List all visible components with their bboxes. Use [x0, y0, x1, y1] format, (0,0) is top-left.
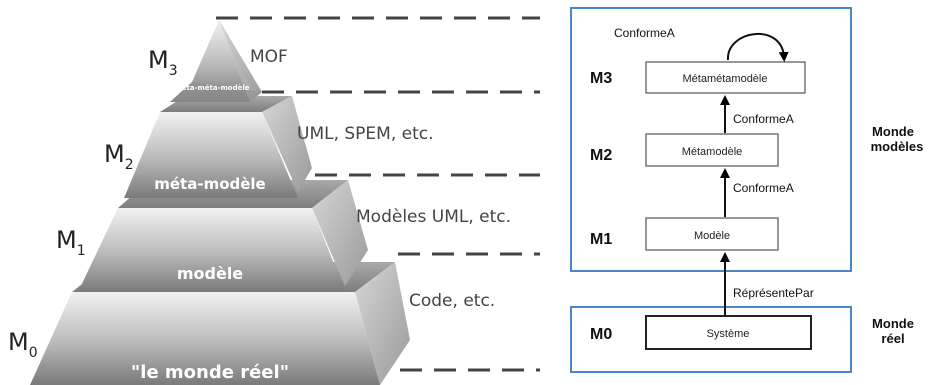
pyramid-inner-m3: méta-méta-modèle — [174, 84, 249, 92]
box-model — [645, 217, 779, 251]
box-metamodel — [645, 133, 779, 167]
real-world-frame — [570, 306, 852, 373]
pyramid-side-m3: MOF — [250, 47, 288, 67]
arrow-m2-to-m3-label: ConformeA — [733, 112, 794, 126]
pyramid-tier-m3 — [170, 20, 262, 102]
layer-label-m2: M2 — [590, 147, 612, 164]
self-loop-arrow — [726, 33, 789, 62]
layer-label-m0: M0 — [590, 326, 612, 343]
box-metamodel-label: Métamodèle — [682, 146, 743, 158]
self-loop-label: ConformeA — [614, 26, 675, 40]
group-models-label-2: modèles — [871, 139, 924, 154]
pyramid-level-m3: M3 — [148, 46, 178, 79]
box-metametamodel-label: Métamétamodèle — [683, 73, 768, 85]
pyramid: méta-méta-modèle méta-modèle modèle "le … — [8, 16, 540, 385]
arrow-m0-to-m1-label: RéprésentePar — [733, 286, 814, 300]
metamodel-architecture: Métamétamodèle Métamodèle Modèle Système… — [570, 7, 924, 373]
box-system — [645, 315, 812, 350]
box-system-label: Système — [707, 328, 750, 340]
box-metametamodel — [645, 61, 806, 94]
layer-label-m1: M1 — [590, 231, 612, 248]
layer-label-m3: M3 — [590, 70, 612, 87]
group-real-label-1: Monde — [872, 316, 914, 331]
pyramid-level-m0: M0 — [8, 328, 38, 361]
pyramid-tier-m2 — [124, 96, 312, 198]
pyramid-side-m2: UML, SPEM, etc. — [297, 124, 434, 144]
pyramid-inner-m2: méta-modèle — [154, 175, 265, 193]
pyramid-side-m1: Modèles UML, etc. — [356, 207, 511, 227]
pyramid-dashed-lines — [216, 16, 540, 372]
pyramid-side-m0: Code, etc. — [409, 291, 495, 311]
arrow-m1-to-m2-label: ConformeA — [733, 181, 794, 195]
pyramid-level-m2: M2 — [104, 140, 134, 173]
group-real-label-2: réel — [881, 331, 904, 346]
box-model-label: Modèle — [694, 230, 730, 242]
models-world-frame — [570, 7, 852, 272]
pyramid-inner-m0: "le monde réel" — [131, 362, 289, 383]
pyramid-inner-m1: modèle — [177, 264, 243, 283]
group-models-label-1: Monde — [872, 124, 914, 139]
pyramid-level-m1: M1 — [56, 226, 86, 259]
